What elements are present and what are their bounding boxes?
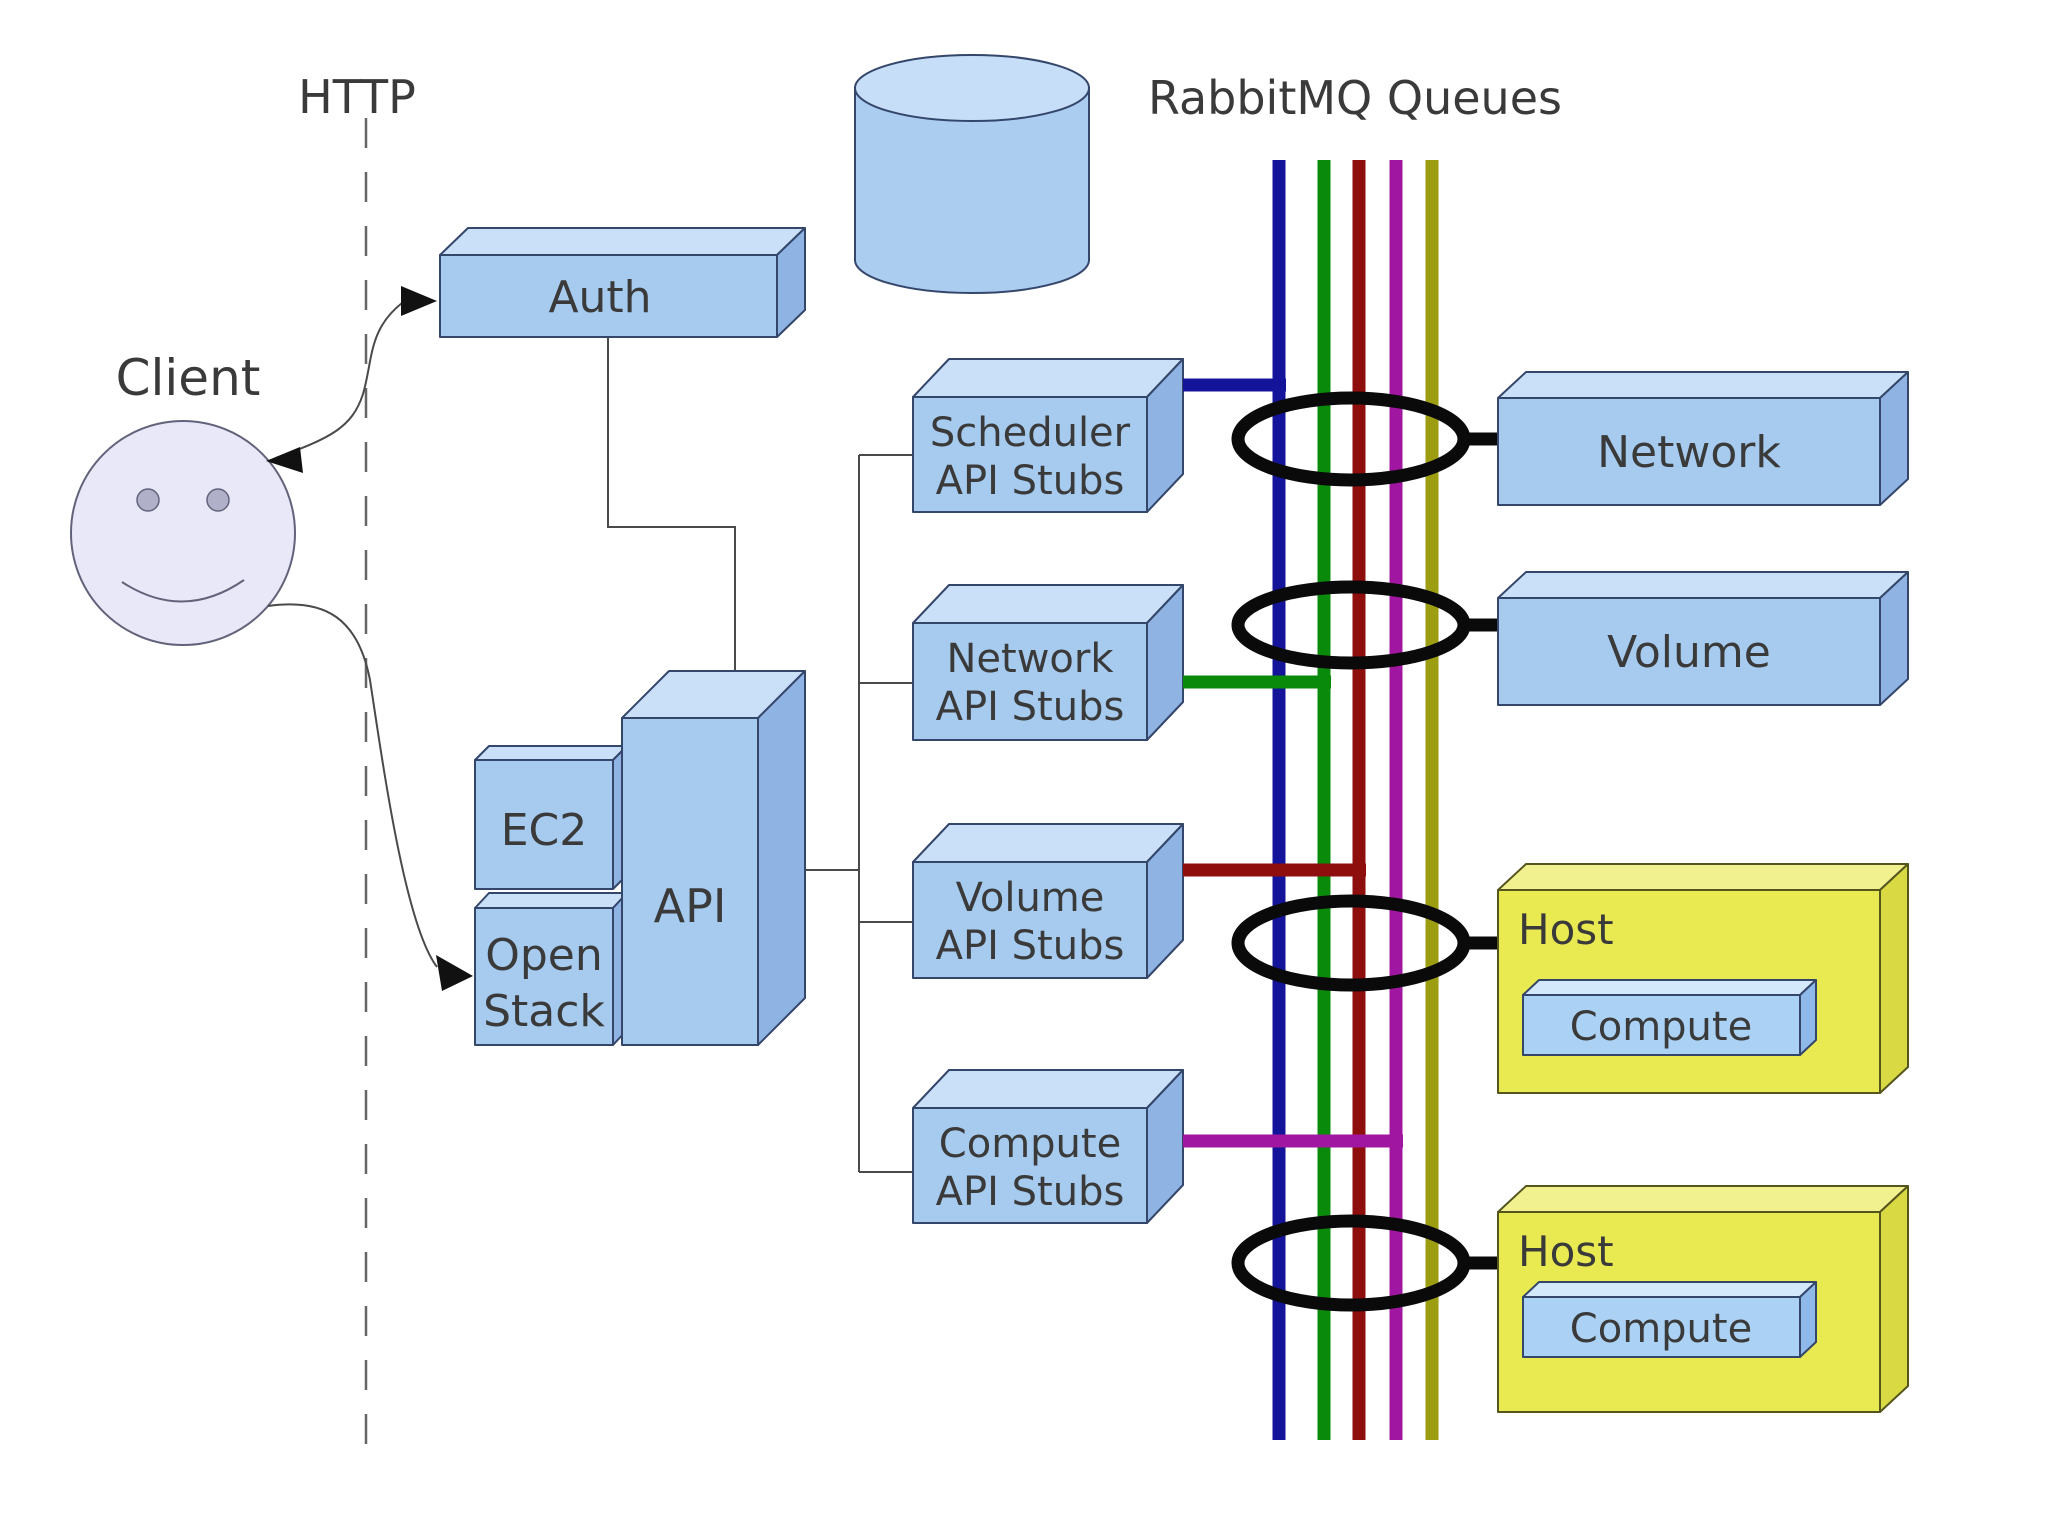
volume-worker-top xyxy=(1497,571,1909,599)
ec2-box-front xyxy=(474,759,614,890)
openstack-box-top xyxy=(474,892,628,909)
host2-top xyxy=(1497,1185,1909,1213)
api-label: API xyxy=(654,879,727,933)
network-stub-front xyxy=(912,622,1148,741)
host1-label: Host xyxy=(1518,905,1614,954)
http-label: HTTP xyxy=(298,70,416,124)
stub-queue-connectors xyxy=(1183,378,1403,1148)
host2-compute-top xyxy=(1522,1281,1817,1298)
host2-compute-label: Compute xyxy=(1570,1306,1752,1352)
face-left-eye xyxy=(136,488,160,512)
scheduler-stub-front xyxy=(912,396,1148,513)
openstack-label-line2: Stack xyxy=(483,986,605,1037)
ec2-label: EC2 xyxy=(501,805,588,856)
rabbitmq-queue-lines xyxy=(1272,160,1439,1440)
cylinder-body xyxy=(854,87,1090,294)
arrowhead-into-auth xyxy=(401,286,437,316)
client-auth-curve xyxy=(275,302,403,459)
network-api-stubs-box: Network API Stubs xyxy=(912,584,1184,741)
auth-api-connector xyxy=(607,337,749,716)
network-worker-top xyxy=(1497,371,1909,399)
network-worker-front xyxy=(1497,397,1881,506)
host1-compute-front xyxy=(1522,994,1801,1056)
compute-stub-front xyxy=(912,1107,1148,1224)
host1-compute-top xyxy=(1522,979,1817,996)
rabbitmq-queues-title: RabbitMQ Queues xyxy=(1148,71,1562,125)
compute-stub-top xyxy=(912,1069,1184,1109)
openstack-box: Open Stack xyxy=(474,892,628,1046)
compute-api-stubs-box: Compute API Stubs xyxy=(912,1069,1184,1224)
volume-stub-label-line2: API Stubs xyxy=(936,923,1125,969)
auth-box: Auth xyxy=(439,227,806,338)
network-stub-label-line1: Network xyxy=(946,636,1114,682)
host2-box: Host Compute xyxy=(1497,1185,1909,1413)
api-stubs-bracket xyxy=(805,454,913,1173)
volume-worker-front xyxy=(1497,597,1881,706)
scheduler-api-stubs-box: Scheduler API Stubs xyxy=(912,358,1184,513)
host2-side xyxy=(1879,1185,1909,1413)
client-face-icon xyxy=(70,420,296,646)
client-label: Client xyxy=(116,349,261,407)
network-stub-top xyxy=(912,584,1184,624)
host2-compute-front xyxy=(1522,1296,1801,1358)
volume-stub-front xyxy=(912,861,1148,979)
host1-compute-label: Compute xyxy=(1570,1004,1752,1050)
face-right-eye xyxy=(206,488,230,512)
scheduler-stub-label-line2: API Stubs xyxy=(936,458,1125,504)
api-box-front xyxy=(621,717,759,1046)
arrowhead-into-openstack xyxy=(436,955,473,991)
scheduler-stub-top xyxy=(912,358,1184,398)
openstack-box-front xyxy=(474,907,614,1046)
network-worker-label: Network xyxy=(1597,427,1781,478)
client-openstack-connector xyxy=(267,603,473,991)
network-worker-box: Network xyxy=(1497,371,1909,506)
host2-label: Host xyxy=(1518,1227,1614,1276)
volume-worker-label: Volume xyxy=(1607,627,1771,678)
network-stub-label-line2: API Stubs xyxy=(936,684,1125,730)
host1-top xyxy=(1497,863,1909,891)
arrowhead-into-client xyxy=(266,447,303,473)
face-smile xyxy=(121,579,245,603)
ec2-box-top xyxy=(474,745,628,761)
cylinder-top xyxy=(854,54,1090,122)
client-openstack-curve xyxy=(267,603,438,968)
api-box-side xyxy=(757,670,806,1046)
auth-label: Auth xyxy=(548,272,651,323)
volume-api-stubs-box: Volume API Stubs xyxy=(912,823,1184,979)
volume-stub-label-line1: Volume xyxy=(956,875,1105,921)
volume-worker-box: Volume xyxy=(1497,571,1909,706)
queue-topic-rings xyxy=(1231,391,1500,1312)
auth-box-top xyxy=(439,227,806,256)
openstack-label-line1: Open xyxy=(485,930,603,981)
host1-box: Host Compute xyxy=(1497,863,1909,1094)
scheduler-stub-label-line1: Scheduler xyxy=(930,410,1131,456)
host1-side xyxy=(1879,863,1909,1094)
auth-box-front xyxy=(439,254,778,338)
face-circle xyxy=(70,420,296,646)
api-box: API xyxy=(621,670,806,1046)
client-auth-connector xyxy=(266,286,437,473)
auth-api-line xyxy=(607,337,736,686)
ec2-box: EC2 xyxy=(474,745,628,890)
volume-stub-top xyxy=(912,823,1184,863)
compute-stub-label-line2: API Stubs xyxy=(936,1169,1125,1215)
compute-stub-label-line1: Compute xyxy=(939,1121,1121,1167)
database-cylinder-icon xyxy=(854,54,1090,294)
